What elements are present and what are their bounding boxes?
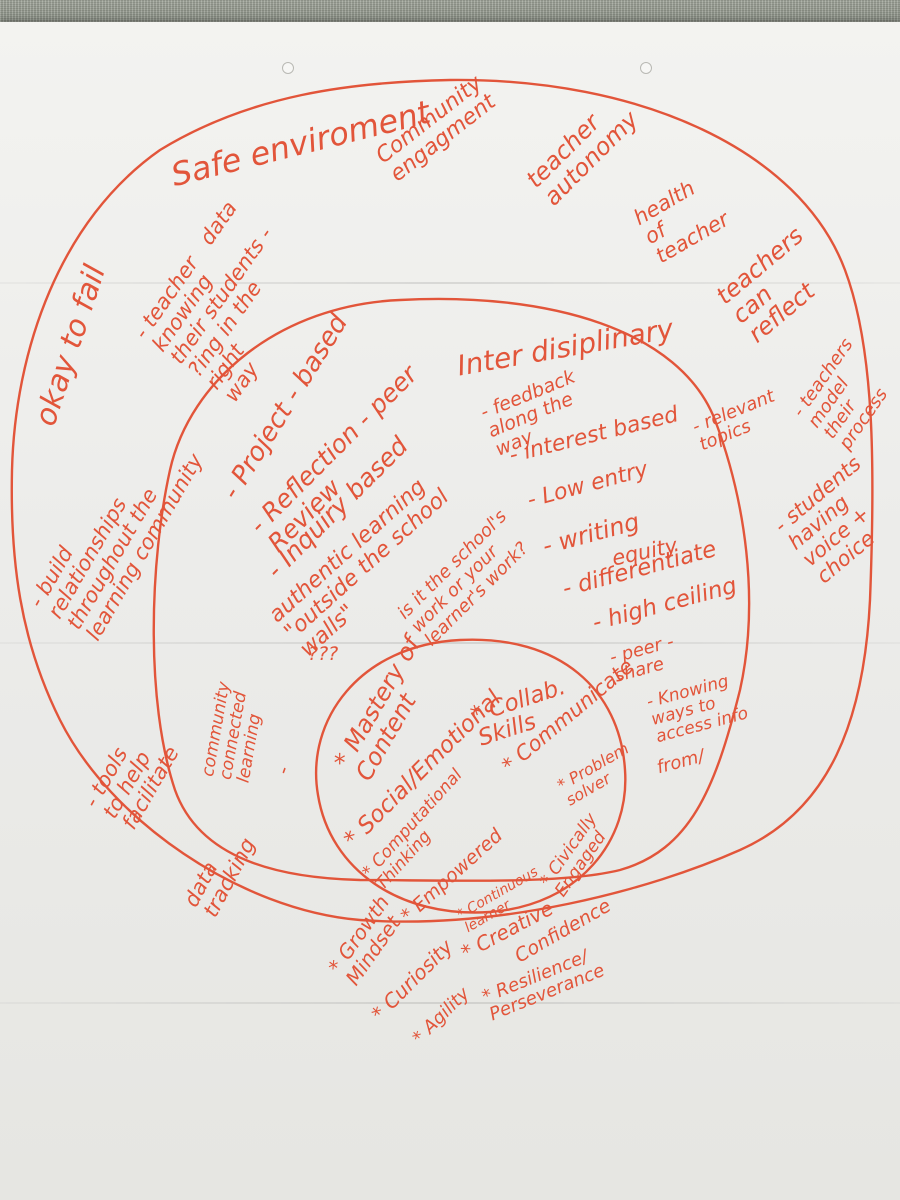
middle-ring: [152, 297, 751, 882]
note-question-marks: ???: [308, 643, 339, 665]
paper-crease: [0, 282, 900, 284]
punch-hole: [640, 62, 652, 74]
outer-ring: [10, 78, 874, 923]
paper-crease: [0, 1002, 900, 1004]
punch-hole: [282, 62, 294, 74]
inner-ring: [314, 638, 627, 914]
paper-crease: [0, 642, 900, 644]
